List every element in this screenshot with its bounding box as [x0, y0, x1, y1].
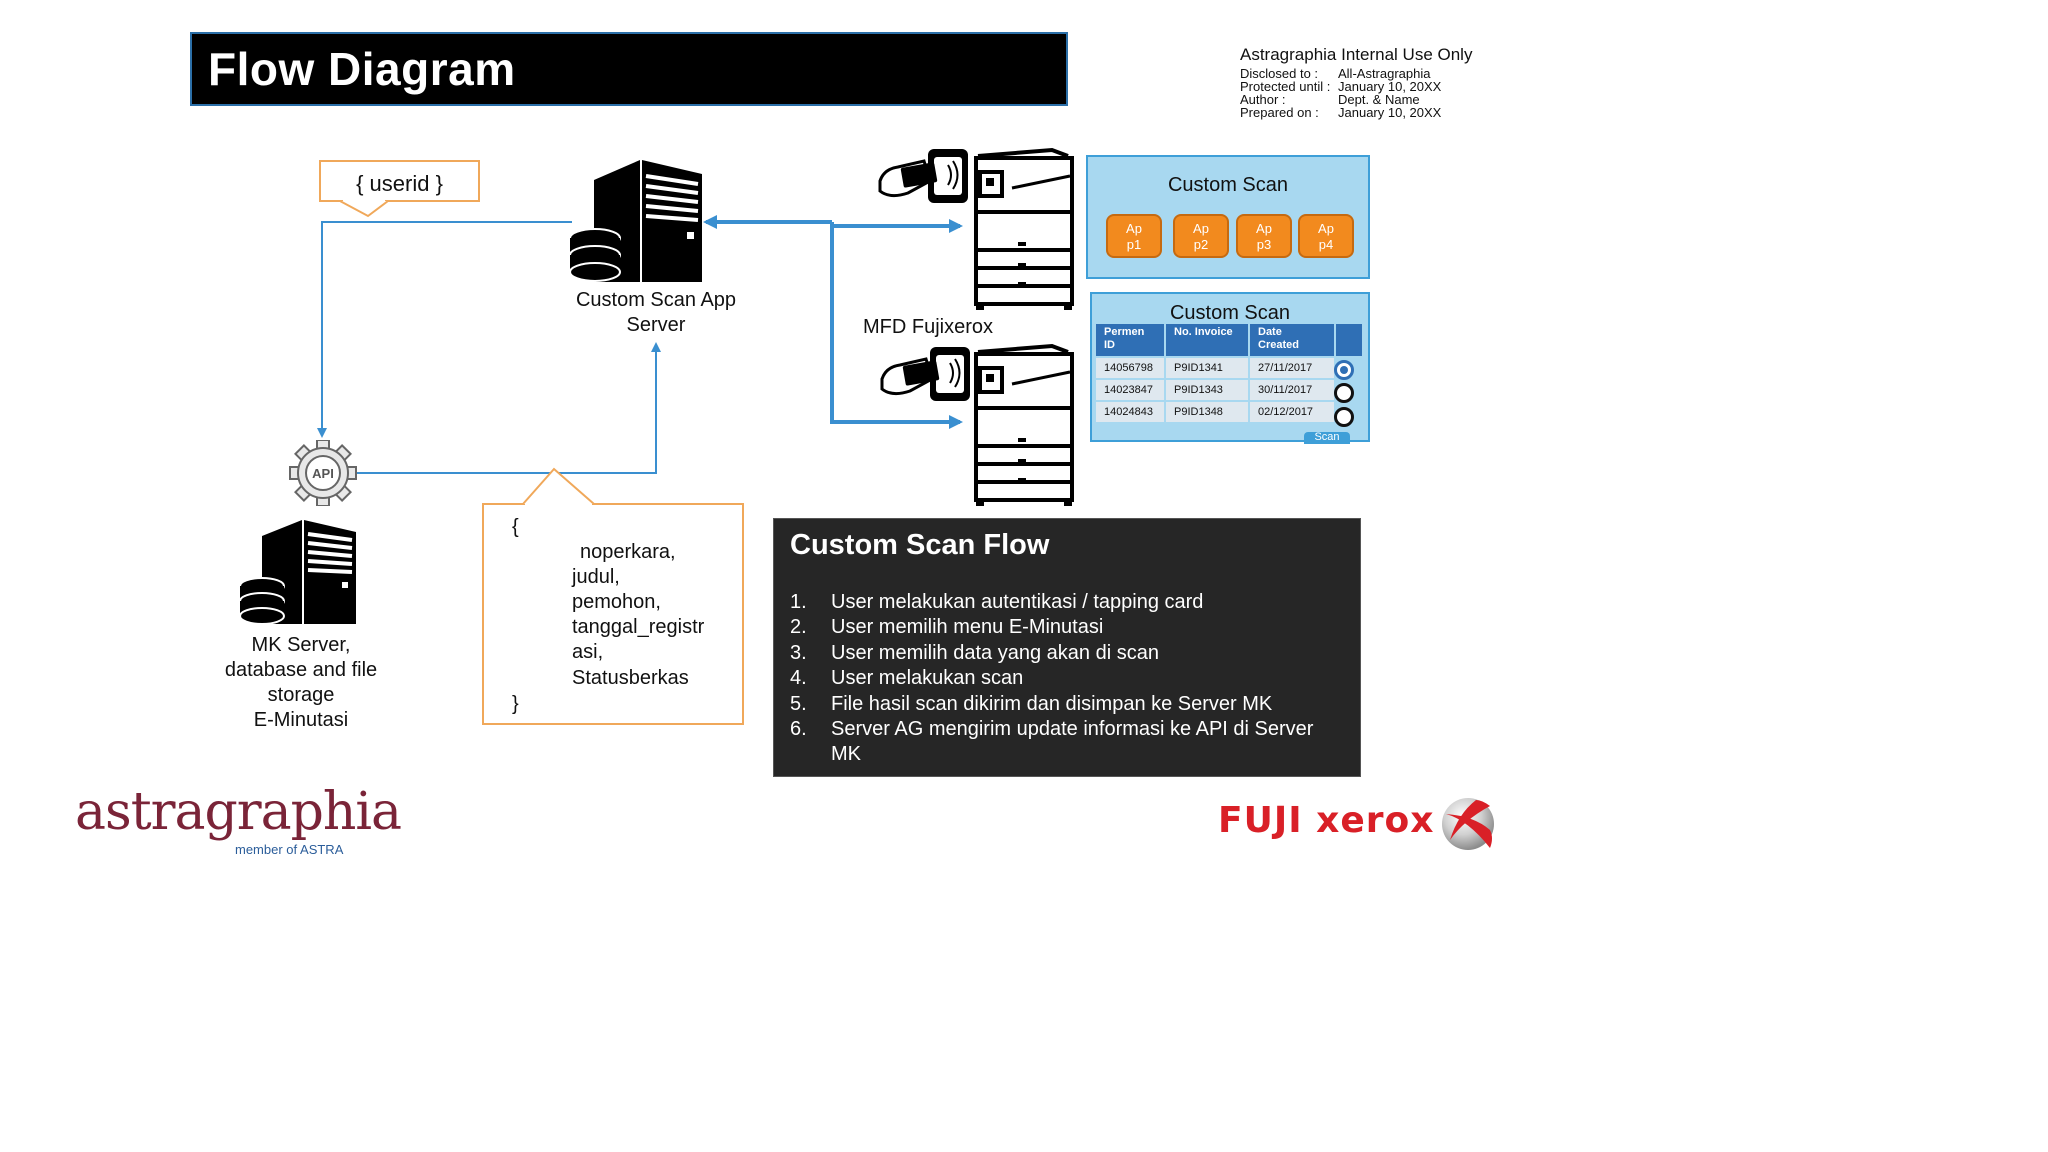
payload-callout: { noperkara, judul, pemohon, tanggal_reg…	[482, 503, 744, 725]
flow-step: 2.User memilih menu E-Minutasi	[790, 616, 1104, 638]
cell-invoice: P9ID1343	[1166, 380, 1248, 400]
cell-invoice: P9ID1348	[1166, 402, 1248, 422]
connector-lines	[317, 215, 963, 474]
flow-steps-box: Custom Scan Flow 1.User melakukan autent…	[773, 518, 1361, 777]
row-radio-selected[interactable]	[1334, 360, 1354, 380]
mk-server-label: MK Server, database and file storage E-M…	[224, 634, 378, 731]
cell-date: 27/11/2017	[1250, 358, 1334, 378]
api-gear-icon: API	[289, 440, 357, 506]
meta-row: Author :Dept. & Name	[1240, 92, 1420, 107]
cell-id: 14056798	[1096, 358, 1164, 378]
flow-step: 4.User melakukan scan	[790, 667, 1024, 689]
userid-connector	[317, 221, 572, 438]
userid-callout: { userid }	[319, 160, 480, 202]
cell-date: 30/11/2017	[1250, 380, 1334, 400]
mfd-label: MFD Fujixerox	[863, 316, 994, 338]
cell-id: 14024843	[1096, 402, 1164, 422]
column-header: No. Invoice	[1166, 324, 1248, 356]
column-header-select	[1336, 324, 1362, 356]
userid-callout-pointer	[340, 200, 389, 218]
fuji-xerox-logo: FUJI xerox	[1218, 800, 1435, 841]
payload-field: judul,	[572, 566, 620, 588]
payload-field: asi,	[572, 641, 604, 663]
flow-step: 1.User melakukan autentikasi / tapping c…	[790, 591, 1204, 613]
app-server-icon	[570, 160, 702, 282]
table-row[interactable]: 14024843 P9ID1348 02/12/2017	[1096, 402, 1362, 422]
mfd-printer-icon	[974, 147, 1074, 310]
classification-block: Astragraphia Internal Use Only Disclosed…	[1240, 45, 1560, 120]
flow-step: 3.User memilih data yang akan di scan	[790, 642, 1159, 664]
card-tap-icon	[878, 149, 968, 203]
panel-title: Custom Scan	[1169, 302, 1291, 324]
row-radio[interactable]	[1334, 383, 1354, 403]
payload-connector	[356, 342, 661, 474]
api-label: API	[312, 466, 334, 481]
row-radio[interactable]	[1334, 407, 1354, 427]
flow-step: 6.Server AG mengirim update informasi ke…	[790, 718, 1314, 765]
mk-server-icon	[240, 520, 356, 625]
page-title: Flow Diagram	[208, 43, 516, 95]
table-row[interactable]: 14056798 P9ID1341 27/11/2017	[1096, 358, 1362, 378]
meta-row: Prepared on :January 10, 20XX	[1240, 105, 1442, 120]
title-bar: Flow Diagram	[190, 32, 1068, 106]
payload-close-brace: }	[512, 693, 519, 715]
cell-date: 02/12/2017	[1250, 402, 1334, 422]
payload-field: Statusberkas	[572, 667, 689, 689]
payload-field: noperkara,	[580, 541, 676, 563]
mfd-label-occluder	[972, 333, 1002, 345]
mfd-bottom-arrow	[830, 222, 963, 429]
scan-button[interactable]: Scan	[1304, 432, 1350, 444]
panel-title: Custom Scan	[1167, 174, 1289, 196]
cell-invoice: P9ID1341	[1166, 358, 1248, 378]
cell-id: 14023847	[1096, 380, 1164, 400]
flow-step: 5.File hasil scan dikirim dan disimpan k…	[790, 693, 1273, 715]
app-server-label: Custom Scan App Server	[575, 289, 737, 336]
astragraphia-logo: astragraphia member of ASTRA	[75, 782, 402, 857]
payload-field: tanggal_registr	[572, 616, 705, 638]
classification-heading: Astragraphia Internal Use Only	[1240, 45, 1473, 64]
userid-label: { userid }	[356, 171, 443, 196]
meta-row: Protected until :January 10, 20XX	[1240, 79, 1442, 94]
card-tap-icon	[880, 347, 970, 401]
payload-open-brace: {	[512, 516, 519, 538]
fuji-xerox-sphere-icon	[1442, 798, 1494, 850]
mfd-printer-icon	[974, 343, 1074, 506]
payload-callout-pointer	[522, 467, 595, 505]
payload-field: pemohon,	[572, 591, 661, 613]
table-row[interactable]: 14023847 P9ID1343 30/11/2017	[1096, 380, 1362, 400]
flow-title: Custom Scan Flow	[790, 529, 1050, 561]
meta-row: Disclosed to :All-Astragraphia	[1240, 66, 1431, 81]
